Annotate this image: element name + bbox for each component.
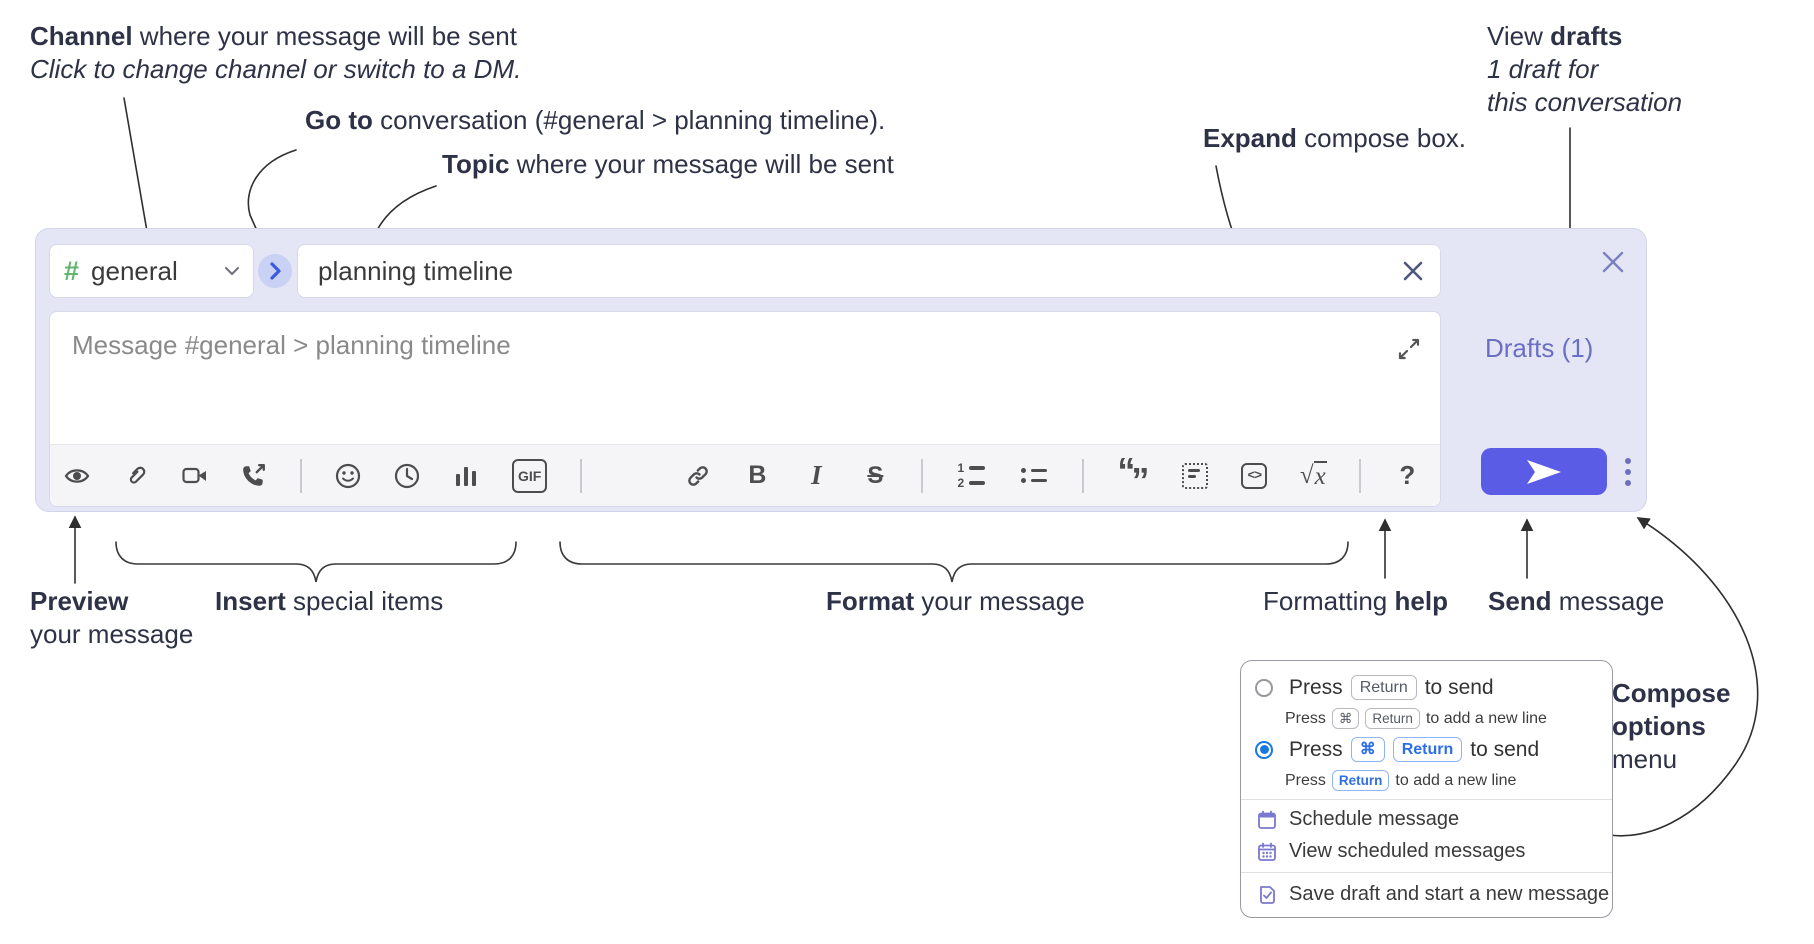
drafts-link[interactable]: Drafts (1) [1485,333,1594,363]
ol-number-2: 2 [957,476,965,490]
channel-annotation-hint: Click to change channel or switch to a D… [30,54,522,84]
vertical-dots-icon [1625,458,1631,464]
kbd-return: Return [1392,737,1463,762]
calendar-grid-icon [1258,842,1276,861]
quote-close-glyph: ” [1131,459,1150,501]
channel-selector[interactable]: # general [49,244,254,298]
video-camera-icon [182,467,206,483]
strikethrough-button[interactable]: S [867,461,884,489]
channel-arrow [123,97,154,245]
quote-button[interactable]: “ ” [1117,452,1149,498]
goto-annotation: Go to conversation (#general > planning … [305,105,886,135]
spoiler-icon [1182,462,1209,489]
message-input[interactable]: Message #general > planning timeline [72,330,511,360]
save-draft-item[interactable]: Save draft and start a new message [1257,883,1609,906]
insert-annotation: Insert special items [215,586,444,616]
compose-options-button[interactable] [1619,454,1637,490]
format-brace [559,541,1349,583]
expand-compose-button[interactable] [1396,336,1422,362]
message-panel: Message #general > planning timeline [49,311,1441,507]
topic-input[interactable] [298,255,1396,287]
schedule-message-item[interactable]: Schedule message [1257,808,1459,831]
send-option-enter-sub: Press ⌘ Return to add a new line [1285,708,1547,729]
channel-annotation-rest: where your message will be sent [132,21,517,51]
radio-checked-icon[interactable] [1255,740,1273,759]
toolbar-divider [921,458,924,493]
insert-brace [115,541,517,583]
preview-button[interactable] [64,463,90,489]
expand-diagonal-icon [1398,338,1420,360]
compose-box: # general Dr [35,228,1647,512]
toolbar-divider [1082,458,1085,493]
phone-outgoing-icon [243,463,265,486]
ol-number-1: 1 [957,461,965,475]
quote-open-glyph: “ [1117,449,1136,491]
topic-field [297,244,1441,298]
eye-icon [64,468,90,483]
emoji-button[interactable] [335,463,361,489]
clear-topic-button[interactable] [1396,254,1430,288]
channel-annotation-bold: Channel [30,21,133,51]
gif-button[interactable]: GIF [512,458,548,493]
channel-annotation: Channel where your message will be sent … [30,20,521,86]
topic-annotation: Topic where your message will be sent [442,149,894,179]
numbered-list-button[interactable]: 1 2 [956,461,986,490]
bar-chart-icon [456,466,476,486]
radio-unchecked-icon[interactable] [1255,678,1273,697]
bulleted-list-button[interactable] [1019,463,1049,489]
kbd-return: Return [1365,708,1420,729]
clock-icon [394,463,420,488]
bold-button[interactable]: B [748,461,767,489]
kbd-return: Return [1350,675,1417,700]
menu-separator [1241,799,1612,800]
video-call-button[interactable] [182,463,208,489]
view-drafts-annotation: View drafts 1 draft for this conversatio… [1487,21,1683,117]
link-chain-icon [688,465,709,486]
link-button[interactable] [685,463,711,489]
kbd-cmd: ⌘ [1331,708,1360,729]
formatting-help-button[interactable]: ? [1399,460,1416,490]
toolbar-divider [580,458,583,493]
calendar-icon [1258,810,1276,829]
time-button[interactable] [394,463,420,489]
menu-separator [1241,872,1612,873]
spoiler-button[interactable] [1182,462,1209,489]
channel-name: general [91,255,178,286]
goto-conversation-button[interactable] [258,254,292,288]
clear-x-icon [1403,261,1423,281]
math-button[interactable]: √x [1299,460,1327,490]
compose-options-menu: Press Return to send Press ⌘ Return to a… [1240,660,1613,918]
send-option-cmd-enter-sub: Press Return to add a new line [1285,770,1516,791]
chevron-down-icon [225,266,239,275]
send-annotation: Send message [1488,586,1665,616]
preview-annotation: Preview your message [30,586,194,649]
close-compose-button[interactable] [1598,247,1628,277]
compose-toolbar: GIF B I S 1 2 [50,444,1440,506]
draft-document-check-icon [1260,885,1275,904]
code-button[interactable]: <> [1241,462,1268,489]
send-button[interactable] [1481,448,1607,495]
send-plane-icon [1527,459,1561,484]
compose-options-annotation: Compose options menu [1612,678,1731,774]
formatting-help-annotation: Formatting help [1263,586,1448,616]
smiley-icon [335,463,361,488]
italic-button[interactable]: I [811,460,822,490]
kbd-cmd: ⌘ [1350,737,1385,762]
paperclip-icon [129,466,146,484]
hash-icon: # [64,255,80,286]
send-option-cmd-enter[interactable]: Press ⌘ Return to send [1255,737,1539,762]
attach-button[interactable] [123,463,149,489]
send-option-enter[interactable]: Press Return to send [1255,675,1494,700]
close-x-icon [1602,251,1624,273]
kbd-return: Return [1331,770,1390,791]
view-scheduled-item[interactable]: View scheduled messages [1257,840,1525,863]
poll-button[interactable] [453,463,479,489]
chevron-right-icon [270,262,281,280]
toolbar-divider [300,458,302,493]
expand-annotation: Expand compose box. [1203,123,1467,153]
format-annotation: Format your message [826,586,1085,616]
audio-call-button[interactable] [241,463,267,489]
toolbar-divider [1359,458,1362,493]
